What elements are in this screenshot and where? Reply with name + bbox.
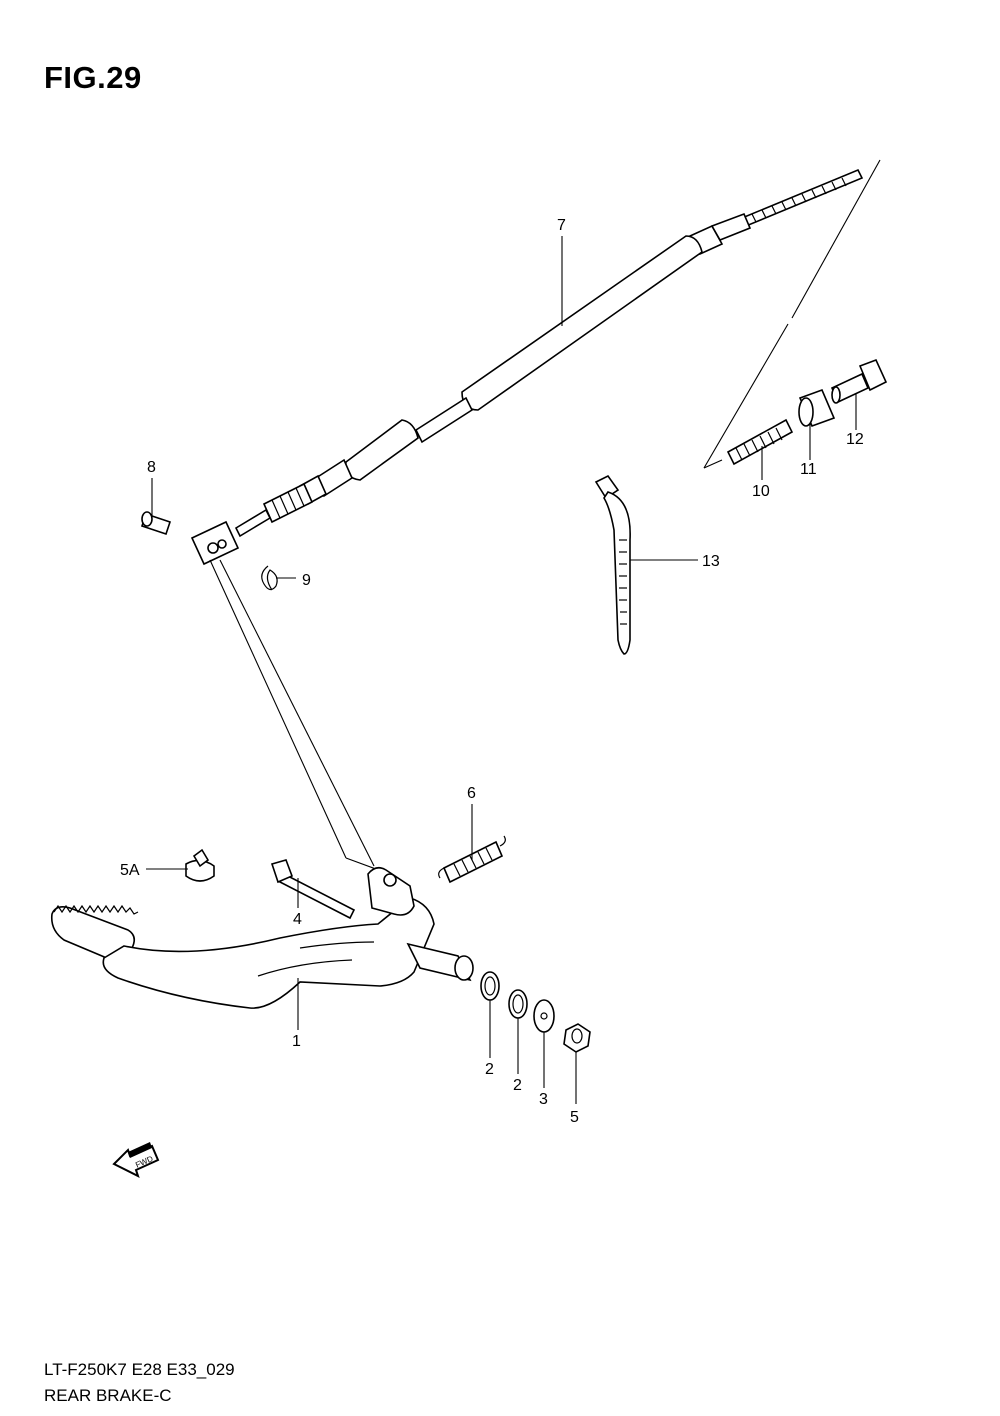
adjuster-bolt[interactable] (830, 358, 888, 404)
callout-6: 6 (467, 785, 476, 802)
pedal-bolt[interactable] (270, 859, 356, 920)
brake-cable[interactable] (234, 168, 864, 538)
callout-4: 4 (293, 911, 302, 928)
cable-tie[interactable] (594, 474, 631, 655)
brake-pedal[interactable] (50, 866, 474, 1009)
callout-5a: 5A (120, 862, 140, 879)
model-code: LT-F250K7 E28 E33_029 (44, 1360, 235, 1379)
cotter-pin[interactable] (261, 565, 278, 591)
section-name: REAR BRAKE-C (44, 1386, 172, 1405)
callout-1: 1 (292, 1033, 301, 1050)
callout-2b: 2 (513, 1077, 522, 1094)
callout-8: 8 (147, 459, 156, 476)
washer-2a[interactable] (480, 971, 500, 1001)
nut-5[interactable] (563, 1023, 591, 1053)
callout-11: 11 (800, 461, 817, 478)
clevis-pin[interactable] (140, 511, 172, 536)
adjuster-collar[interactable] (798, 388, 836, 428)
callout-3: 3 (539, 1091, 548, 1108)
nut-5a[interactable] (185, 848, 215, 882)
callout-10: 10 (752, 483, 770, 500)
return-spring[interactable] (438, 835, 506, 884)
washer-2b[interactable] (508, 989, 528, 1019)
callout-5: 5 (570, 1109, 579, 1126)
callout-2a: 2 (485, 1061, 494, 1078)
callout-13: 13 (702, 553, 720, 570)
callout-9: 9 (302, 572, 311, 589)
callout-7: 7 (557, 217, 566, 234)
callout-12: 12 (846, 431, 864, 448)
figure-title: FIG.29 (44, 60, 142, 95)
fwd-arrow-icon: FWD (112, 1142, 160, 1178)
adjuster-spring[interactable] (726, 418, 794, 466)
washer-3[interactable] (533, 999, 555, 1033)
cable-clevis[interactable] (190, 520, 240, 566)
